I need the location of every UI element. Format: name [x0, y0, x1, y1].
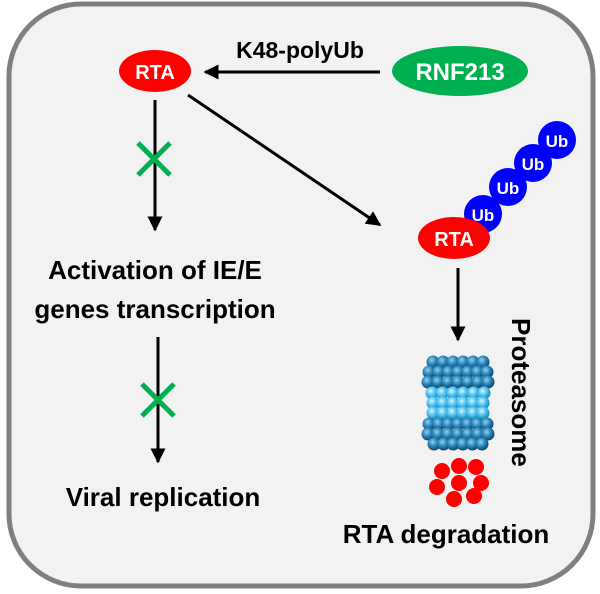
ub-label: Ub [522, 155, 545, 174]
activation-label-line1: Activation of IE/E [48, 255, 262, 285]
proteasome-subunit [422, 365, 436, 379]
rta-ub-label: RTA [434, 229, 474, 251]
proteasome-subunit [425, 386, 439, 400]
proteasome-subunit [470, 365, 484, 379]
proteasome-subunit [480, 417, 494, 431]
proteasome-subunit [432, 365, 446, 379]
ub-label: Ub [497, 179, 520, 198]
proteasome-subunit [426, 355, 440, 369]
proteasome-subunit [441, 365, 455, 379]
proteasome-subunit [476, 396, 490, 410]
proteasome-subunit [432, 417, 446, 431]
proteasome-subunit [481, 375, 495, 389]
proteasome-subunit [421, 427, 435, 441]
proteasome-subunit [470, 417, 484, 431]
proteasome-subunit [446, 396, 460, 410]
proteasome-subunit [421, 375, 435, 389]
k48-polyub-label: K48-polyUb [236, 37, 364, 63]
proteasome-subunit [471, 427, 485, 441]
proteasome-subunit [446, 437, 460, 451]
proteasome-subunit [451, 375, 465, 389]
proteasome-subunit [476, 406, 490, 420]
proteasome-subunit [436, 406, 450, 420]
proteasome-subunit [446, 355, 460, 369]
proteasome-subunit [446, 386, 460, 400]
proteasome-icon [421, 355, 495, 451]
proteasome-subunit [466, 406, 480, 420]
viral-replication-label: Viral replication [66, 482, 261, 512]
proteasome-subunit [451, 365, 465, 379]
proteasome-subunit [466, 396, 480, 410]
proteasome-subunit [451, 427, 465, 441]
rta-node-ubiquitinated: RTA [418, 217, 490, 259]
proteasome-subunit [467, 386, 481, 400]
proteasome-subunit [422, 417, 436, 431]
block-x-icon [140, 382, 176, 418]
proteasome-label: Proteasome [506, 318, 536, 467]
proteasome-subunit [466, 355, 480, 369]
proteasome-subunit [471, 375, 485, 389]
proteasome-subunit [461, 427, 475, 441]
rta-node-top: RTA [119, 50, 191, 92]
proteasome-subunit [426, 396, 440, 410]
rta-top-label: RTA [135, 62, 175, 84]
proteasome-subunit [431, 375, 445, 389]
ub-circle [538, 121, 576, 159]
proteasome-subunit [427, 437, 441, 451]
ub-label: Ub [546, 132, 569, 151]
ub-label: Ub [472, 206, 495, 225]
proteasome-subunit [437, 437, 451, 451]
proteasome-subunit [436, 396, 450, 410]
proteasome-subunit [480, 365, 494, 379]
rnf213-node: RNF213 [392, 46, 528, 96]
proteasome-subunit [431, 427, 445, 441]
proteasome-subunit [477, 386, 491, 400]
proteasome-subunit [476, 355, 490, 369]
rta-degradation-label: RTA degradation [343, 519, 550, 549]
proteasome-subunit [426, 406, 440, 420]
proteasome-subunit [456, 437, 470, 451]
proteasome-subunit [456, 406, 470, 420]
proteasome-subunit [456, 396, 470, 410]
proteasome-subunit [461, 375, 475, 389]
block-x-icon [136, 141, 172, 177]
degraded-fragments-icon [429, 458, 489, 507]
proteasome-subunit [465, 437, 479, 451]
proteasome-subunit [441, 375, 455, 389]
proteasome-subunit [456, 386, 470, 400]
rnf213-label: RNF213 [415, 59, 504, 86]
ub-chain: Ub Ub Ub Ub [464, 121, 576, 233]
rta-to-ubiquitinated-arrow [187, 93, 382, 227]
proteasome-subunit [481, 427, 495, 441]
proteasome-subunit [461, 417, 475, 431]
proteasome-subunit [441, 417, 455, 431]
proteasome-subunit [441, 427, 455, 441]
proteasome-subunit [435, 386, 449, 400]
ub-circle [514, 144, 552, 182]
activation-label-line2: genes transcription [34, 294, 275, 324]
proteasome-subunit [436, 355, 450, 369]
proteasome-subunit [451, 417, 465, 431]
proteasome-subunit [446, 406, 460, 420]
proteasome-subunit [461, 365, 475, 379]
proteasome-subunit [456, 355, 470, 369]
ub-circle [489, 168, 527, 206]
proteasome-subunit [475, 437, 489, 451]
